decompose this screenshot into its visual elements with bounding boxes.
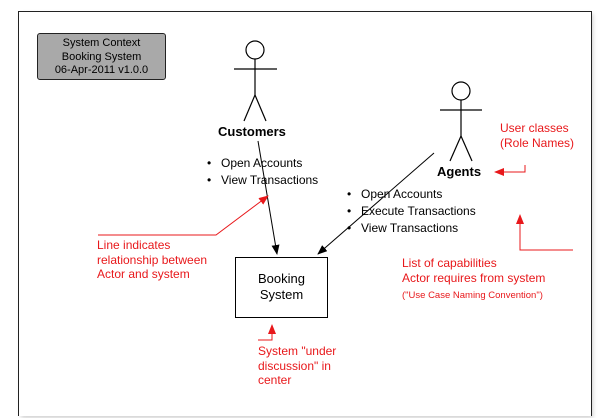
agent-capability: • View Transactions xyxy=(347,220,476,237)
agent-stick-figure xyxy=(440,81,482,162)
bullet: • xyxy=(207,173,212,187)
agent-capability: • Open Accounts xyxy=(347,186,476,203)
capability-label: Open Accounts xyxy=(221,156,303,170)
annotation-line: System "under xyxy=(258,344,337,358)
user-classes-annotation: User classes (Role Names) xyxy=(500,121,574,150)
capability-label: View Transactions xyxy=(361,221,459,235)
annotation-line: discussion" in xyxy=(258,358,331,373)
agent-relationship-line xyxy=(317,152,435,255)
title-box-line-2: Booking System xyxy=(61,50,142,63)
bullet: • xyxy=(347,221,352,235)
actor-name-agents: Agents xyxy=(437,164,482,179)
annotation-line: Actor requires from system xyxy=(402,270,546,285)
system-annotation-connector xyxy=(258,324,276,341)
annotation-line: center xyxy=(258,373,292,387)
annotation-line: Actor and system xyxy=(97,267,190,281)
annotation-line: Line indicates xyxy=(97,238,171,252)
booking-system-box: Booking System xyxy=(235,257,328,318)
system-line-2: System xyxy=(259,287,304,302)
bullet: • xyxy=(347,204,352,218)
customer-capability: • Open Accounts xyxy=(207,155,318,172)
annotation-line: relationship between xyxy=(97,252,208,267)
annotation-line: List of capabilities xyxy=(402,256,497,270)
title-box-line-3: 06-Apr-2011 v1.0.0 xyxy=(54,64,149,76)
relationship-annotation: Line indicates relationship between Acto… xyxy=(97,238,207,282)
capabilities-annotation: List of capabilities Actor requires from… xyxy=(402,256,545,285)
actor-name-customers: Customers xyxy=(218,124,286,139)
annotation-line: (Role Names) xyxy=(500,135,575,150)
user-classes-annotation-connector xyxy=(494,165,526,176)
system-line-1: Booking xyxy=(258,271,305,286)
customer-capabilities: • Open Accounts • View Transactions xyxy=(207,155,318,189)
system-center-annotation: System "under discussion" in center xyxy=(258,344,336,388)
capability-label: Open Accounts xyxy=(361,187,443,201)
title-box-line-1: System Context xyxy=(62,37,141,49)
title-box: System Context Booking System 06-Apr-201… xyxy=(37,33,166,80)
bullet: • xyxy=(207,156,212,170)
naming-convention-annotation: ("Use Case Naming Convention") xyxy=(402,290,543,301)
annotation-line: User classes xyxy=(500,121,569,135)
capability-label: Execute Transactions xyxy=(361,204,476,218)
capability-label: View Transactions xyxy=(221,173,319,187)
bullet: • xyxy=(347,187,352,201)
relationship-annotation-connector xyxy=(98,195,269,236)
customer-stick-figure xyxy=(234,40,277,122)
agent-capabilities: • Open Accounts • Execute Transactions • Vi… xyxy=(347,186,476,237)
customer-capability: • View Transactions xyxy=(207,172,318,189)
capabilities-annotation-connector xyxy=(516,214,573,251)
agent-capability: • Execute Transactions xyxy=(347,203,476,220)
